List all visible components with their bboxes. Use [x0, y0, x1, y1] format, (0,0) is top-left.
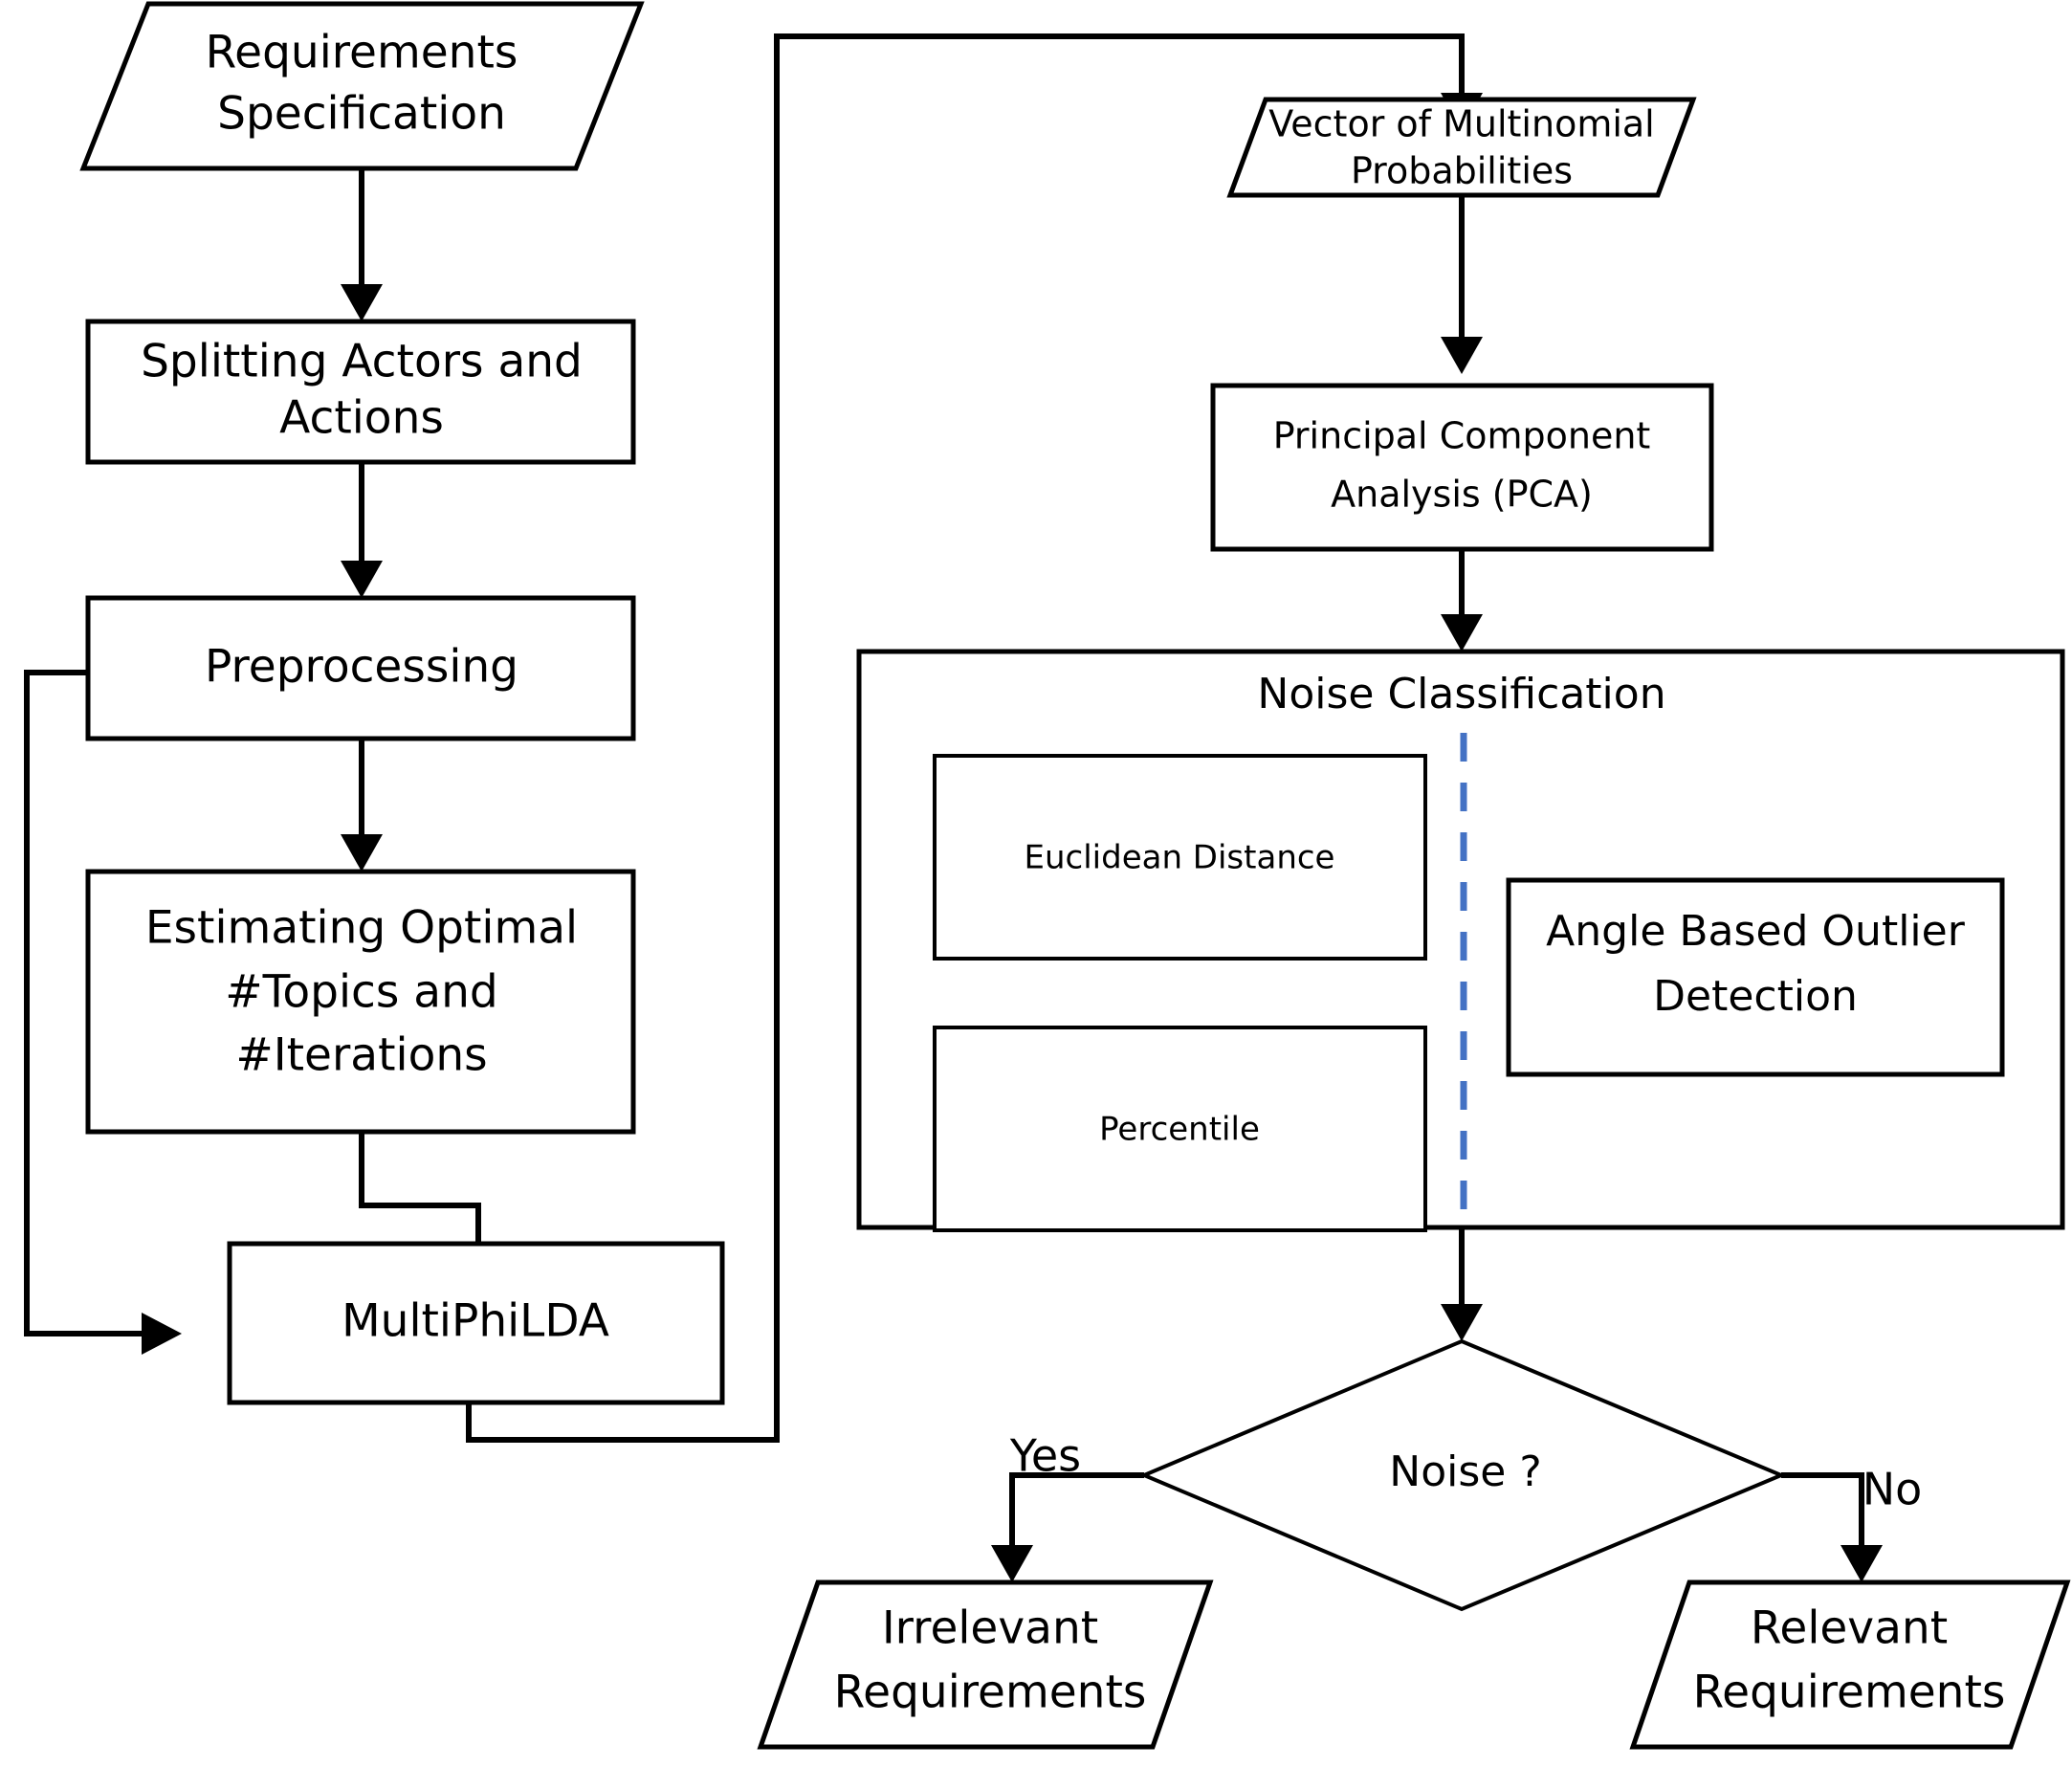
node-estimating-optimal-topics-iterations[interactable]: Estimating Optimal #Topics and #Iteratio…	[85, 869, 636, 1135]
edge-decision-no-to-relevant	[1781, 1472, 1883, 1582]
estimating-optimal-label-line2: #Topics and	[225, 966, 497, 1019]
relevant-requirements-label-line1: Relevant	[1751, 1602, 1948, 1655]
requirements-specification-label-line1: Requirements	[206, 27, 518, 79]
pca-label-line1: Principal Component	[1273, 415, 1651, 457]
edge-decision-yes-to-irrelevant	[991, 1472, 1144, 1582]
edge-requirements-to-splitting	[341, 168, 383, 321]
pca-label-line2: Analysis (PCA)	[1331, 474, 1593, 516]
percentile-label: Percentile	[1099, 1111, 1260, 1149]
angle-based-outlier-label-line2: Detection	[1653, 972, 1858, 1021]
irrelevant-requirements-label-line2: Requirements	[834, 1667, 1147, 1719]
edge-splitting-to-preprocessing	[341, 462, 383, 598]
node-euclidean-distance[interactable]: Euclidean Distance	[933, 754, 1427, 961]
edge-label-yes: Yes	[1009, 1430, 1081, 1482]
vector-probabilities-label-line2: Probabilities	[1351, 150, 1573, 192]
noise-decision-label: Noise ?	[1389, 1447, 1541, 1496]
node-irrelevant-requirements[interactable]: Irrelevant Requirements	[757, 1579, 1214, 1750]
irrelevant-requirements-label-line1: Irrelevant	[882, 1602, 1098, 1655]
node-vector-of-multinomial-probabilities[interactable]: Vector of Multinomial Probabilities	[1226, 97, 1697, 198]
multiphilda-label: MultiPhiLDA	[342, 1295, 609, 1348]
relevant-requirements-label-line2: Requirements	[1693, 1667, 2006, 1719]
edge-vector-to-pca	[1441, 195, 1483, 374]
splitting-actors-label-line1: Splitting Actors and	[141, 336, 583, 388]
preprocessing-label: Preprocessing	[205, 641, 518, 694]
node-requirements-specification[interactable]: Requirements Specification	[79, 1, 645, 171]
angle-based-outlier-label-line1: Angle Based Outlier	[1546, 907, 1966, 956]
node-angle-based-outlier-detection[interactable]: Angle Based Outlier Detection	[1506, 877, 2005, 1077]
node-noise-decision[interactable]: Noise ?	[1138, 1338, 1787, 1612]
edge-preprocessing-to-estimating	[341, 739, 383, 872]
node-percentile[interactable]: Percentile	[933, 1026, 1427, 1232]
vector-probabilities-label-line1: Vector of Multinomial	[1268, 103, 1655, 145]
edge-preprocessing-loop-to-multiphilda	[24, 670, 182, 1355]
edge-noise-classification-to-decision	[1441, 1227, 1483, 1341]
estimating-optimal-label-line3: #Iterations	[235, 1029, 487, 1082]
node-relevant-requirements[interactable]: Relevant Requirements	[1629, 1579, 2071, 1750]
noise-classification-title: Noise Classification	[1257, 670, 1665, 718]
node-multiphilda[interactable]: MultiPhiLDA	[227, 1241, 725, 1405]
node-preprocessing[interactable]: Preprocessing	[85, 595, 636, 741]
node-splitting-actors-and-actions[interactable]: Splitting Actors and Actions	[85, 319, 636, 465]
edge-pca-to-noise-classification	[1441, 549, 1483, 652]
edge-label-no: No	[1863, 1464, 1923, 1515]
requirements-specification-label-line2: Specification	[217, 88, 506, 141]
splitting-actors-label-line2: Actions	[279, 392, 444, 445]
estimating-optimal-label-line1: Estimating Optimal	[145, 902, 578, 955]
node-principal-component-analysis[interactable]: Principal Component Analysis (PCA)	[1210, 383, 1714, 552]
euclidean-distance-label: Euclidean Distance	[1025, 839, 1335, 877]
